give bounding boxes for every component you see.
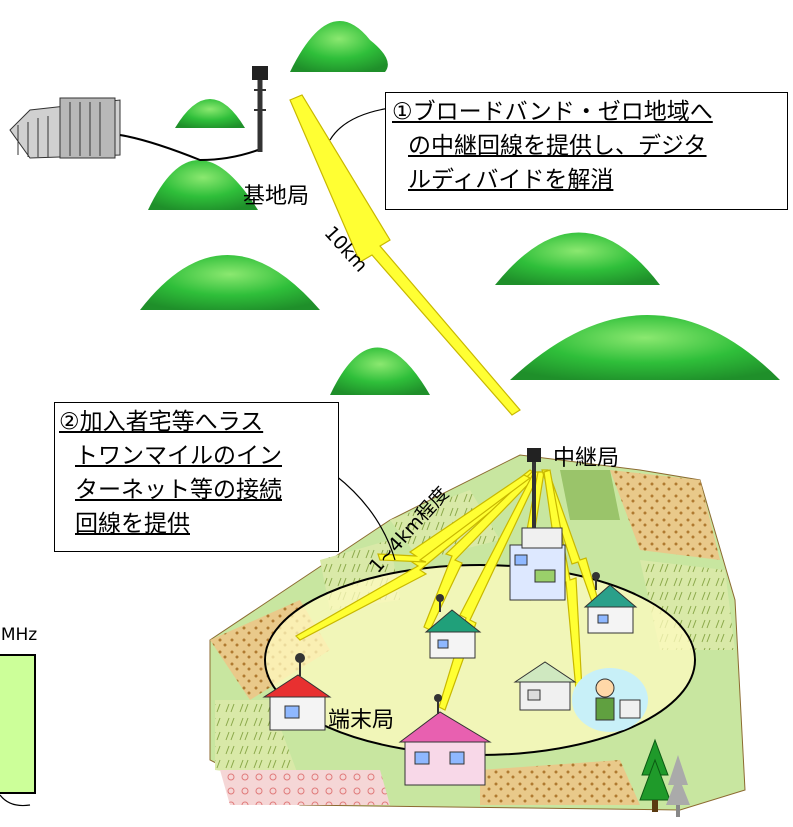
callout-access-line1: ②加入者宅等へラス <box>59 409 264 435</box>
house-outline-icon <box>513 661 577 711</box>
callout-backhaul-line2: の中継回線を提供し、デジタ <box>408 133 707 159</box>
house-red-roof-icon <box>262 653 332 731</box>
relay-station-tower-icon <box>527 448 541 535</box>
callout-backhaul-line1: ①ブロードバンド・ゼロ地域へ <box>392 99 713 125</box>
house-green-roof-icon <box>583 572 638 634</box>
house-teal-roof-icon <box>424 594 482 659</box>
band-diagram-fragment <box>0 654 36 807</box>
callout-access-line3: ターネット等の接続 <box>75 477 282 503</box>
house-pink-icon <box>398 694 492 786</box>
mountain-range <box>140 21 780 395</box>
callout-backhaul: ①ブロードバンド・ゼロ地域へ の中継回線を提供し、デジタ ルディバイドを解消 <box>385 92 788 210</box>
callout-access: ②加入者宅等へラス トワンマイルのイン ターネット等の接続 回線を提供 <box>54 402 339 552</box>
user-with-computer-icon <box>572 668 648 732</box>
office-building <box>9 97 121 159</box>
tree-icon <box>639 738 690 817</box>
base-station-label: 基地局 <box>243 184 310 209</box>
callout-access-line4: 回線を提供 <box>75 511 190 537</box>
terminal-station-label: 端末局 <box>328 708 395 733</box>
callout-leader-access <box>334 474 396 561</box>
wired-line <box>119 134 259 162</box>
band-frequency-label: 5MHz <box>0 625 38 645</box>
apartment-building <box>509 527 566 601</box>
callout-access-line2: トワンマイルのイン <box>75 443 282 469</box>
relay-station-label: 中継局 <box>553 446 620 471</box>
callout-backhaul-line3: ルディバイドを解消 <box>408 167 614 193</box>
callout-leader-backhaul <box>329 107 391 141</box>
base-station-tower-icon <box>252 66 268 152</box>
